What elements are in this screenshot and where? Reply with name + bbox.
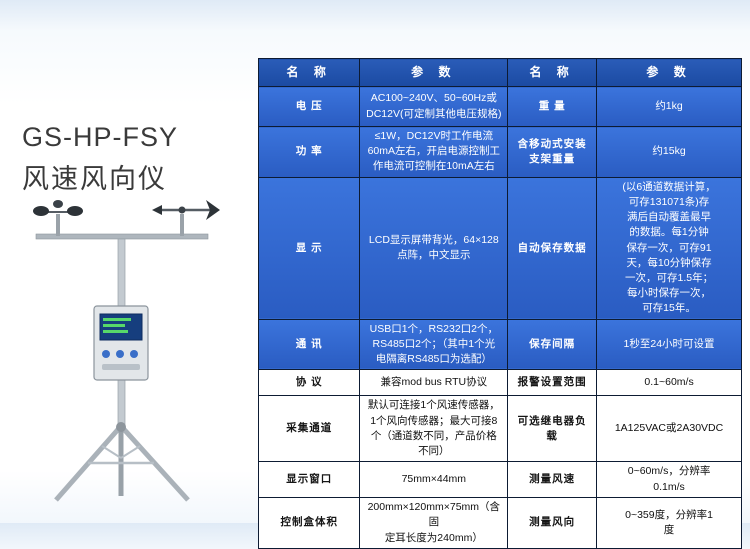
row-label: 显示窗口 [257,461,361,499]
table-header-cell: 名 称 [257,58,361,87]
table-row-channels: 采集通道 默认可连接1个风速传感器， 1个风向传感器；最大可接8 个（通道数不同… [257,395,742,463]
row-label: 电 压 [257,86,361,127]
row-label: 保存间隔 [507,318,598,371]
product-code: GS-HP-FSY [22,122,179,152]
spec-table: 名 称 参 数 名 称 参 数 电 压 AC100~240V、50~60Hz或 … [257,58,742,549]
table-header-cell: 参 数 [359,58,509,87]
row-param: 75mm×44mm [359,461,509,499]
product-name: 风速风向仪 [22,164,167,194]
row-param: 0.1~60m/s [596,369,742,397]
table-row-protocol: 协 议 兼容mod bus RTU协议 报警设置范围 0.1~60m/s [257,369,742,397]
row-param: 兼容mod bus RTU协议 [359,369,509,397]
table-row-display-window: 显示窗口 75mm×44mm 测量风速 0~60m/s，分辨率 0.1m/s [257,461,742,499]
row-param: AC100~240V、50~60Hz或 DC12V(可定制其他电压规格) [359,86,509,127]
row-param: (以6通道数据计算， 可存131071条)存 满后自动覆盖最早 的数据。每1分钟… [596,176,742,320]
row-param: LCD显示屏带背光，64×128 点阵，中文显示 [359,176,509,320]
row-param: 约15kg [596,126,742,178]
row-param: ≤1W，DC12V时工作电流 60mA左右，开启电源控制工 作电流可控制在10m… [359,126,509,178]
row-label: 测量风速 [507,461,598,499]
row-param: 1秒至24小时可设置 [596,318,742,371]
row-label: 采集通道 [257,395,361,463]
row-label: 显 示 [257,176,361,320]
row-param: 约1kg [596,86,742,127]
row-label: 含移动式安装 支架重量 [507,126,598,178]
row-label: 重 量 [507,86,598,127]
row-label: 通 讯 [257,318,361,371]
row-label: 可选继电器负载 [507,395,598,463]
weather-station-illustration [33,200,220,502]
table-row-communication: 通 讯 USB口1个，RS232口2个， RS485口2个；（其中1个光 电隔离… [257,318,742,371]
row-param: USB口1个，RS232口2个， RS485口2个；（其中1个光 电隔离RS48… [359,318,509,371]
table-row-display: 显 示 LCD显示屏带背光，64×128 点阵，中文显示 自动保存数据 (以6通… [257,176,742,320]
row-param: 默认可连接1个风速传感器， 1个风向传感器；最大可接8 个（通道数不同，产品价格… [359,395,509,463]
table-header-cell: 参 数 [596,58,742,87]
row-param: 1A125VAC或2A30VDC [596,395,742,463]
table-row-power: 功 率 ≤1W，DC12V时工作电流 60mA左右，开启电源控制工 作电流可控制… [257,126,742,178]
table-header-cell: 名 称 [507,58,598,87]
table-header-row: 名 称 参 数 名 称 参 数 [257,58,742,87]
product-panel: GS-HP-FSY 风速风向仪 [0,0,255,523]
product-title-block: GS-HP-FSY 风速风向仪 [22,122,178,196]
row-label: 自动保存数据 [507,176,598,320]
row-label: 报警设置范围 [507,369,598,397]
table-row-voltage: 电 压 AC100~240V、50~60Hz或 DC12V(可定制其他电压规格)… [257,86,742,127]
row-label: 功 率 [257,126,361,178]
row-label: 协 议 [257,369,361,397]
row-param: 0~60m/s，分辨率 0.1m/s [596,461,742,499]
